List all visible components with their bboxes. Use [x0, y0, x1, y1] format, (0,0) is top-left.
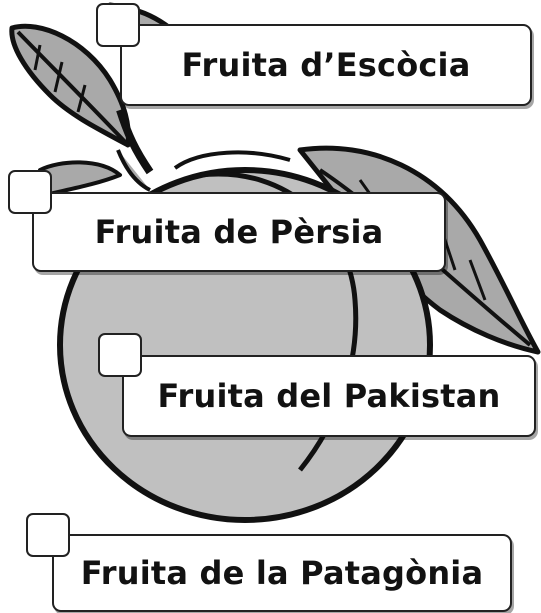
option-1-button[interactable]: Fruita d’Escòcia [120, 24, 532, 106]
option-2-checkbox[interactable] [8, 170, 52, 214]
option-4-checkbox[interactable] [26, 513, 70, 557]
option-3-label: Fruita del Pakistan [157, 377, 501, 415]
option-2-label: Fruita de Pèrsia [94, 213, 384, 251]
option-3-button[interactable]: Fruita del Pakistan [122, 355, 536, 437]
option-3-checkbox[interactable] [98, 333, 142, 377]
option-1-label: Fruita d’Escòcia [181, 46, 471, 84]
leaf-left-icon [38, 160, 122, 197]
option-1-checkbox[interactable] [96, 3, 140, 47]
option-4-label: Fruita de la Patagònia [80, 554, 484, 592]
option-2-button[interactable]: Fruita de Pèrsia [32, 192, 446, 272]
option-4-button[interactable]: Fruita de la Patagònia [52, 534, 512, 612]
